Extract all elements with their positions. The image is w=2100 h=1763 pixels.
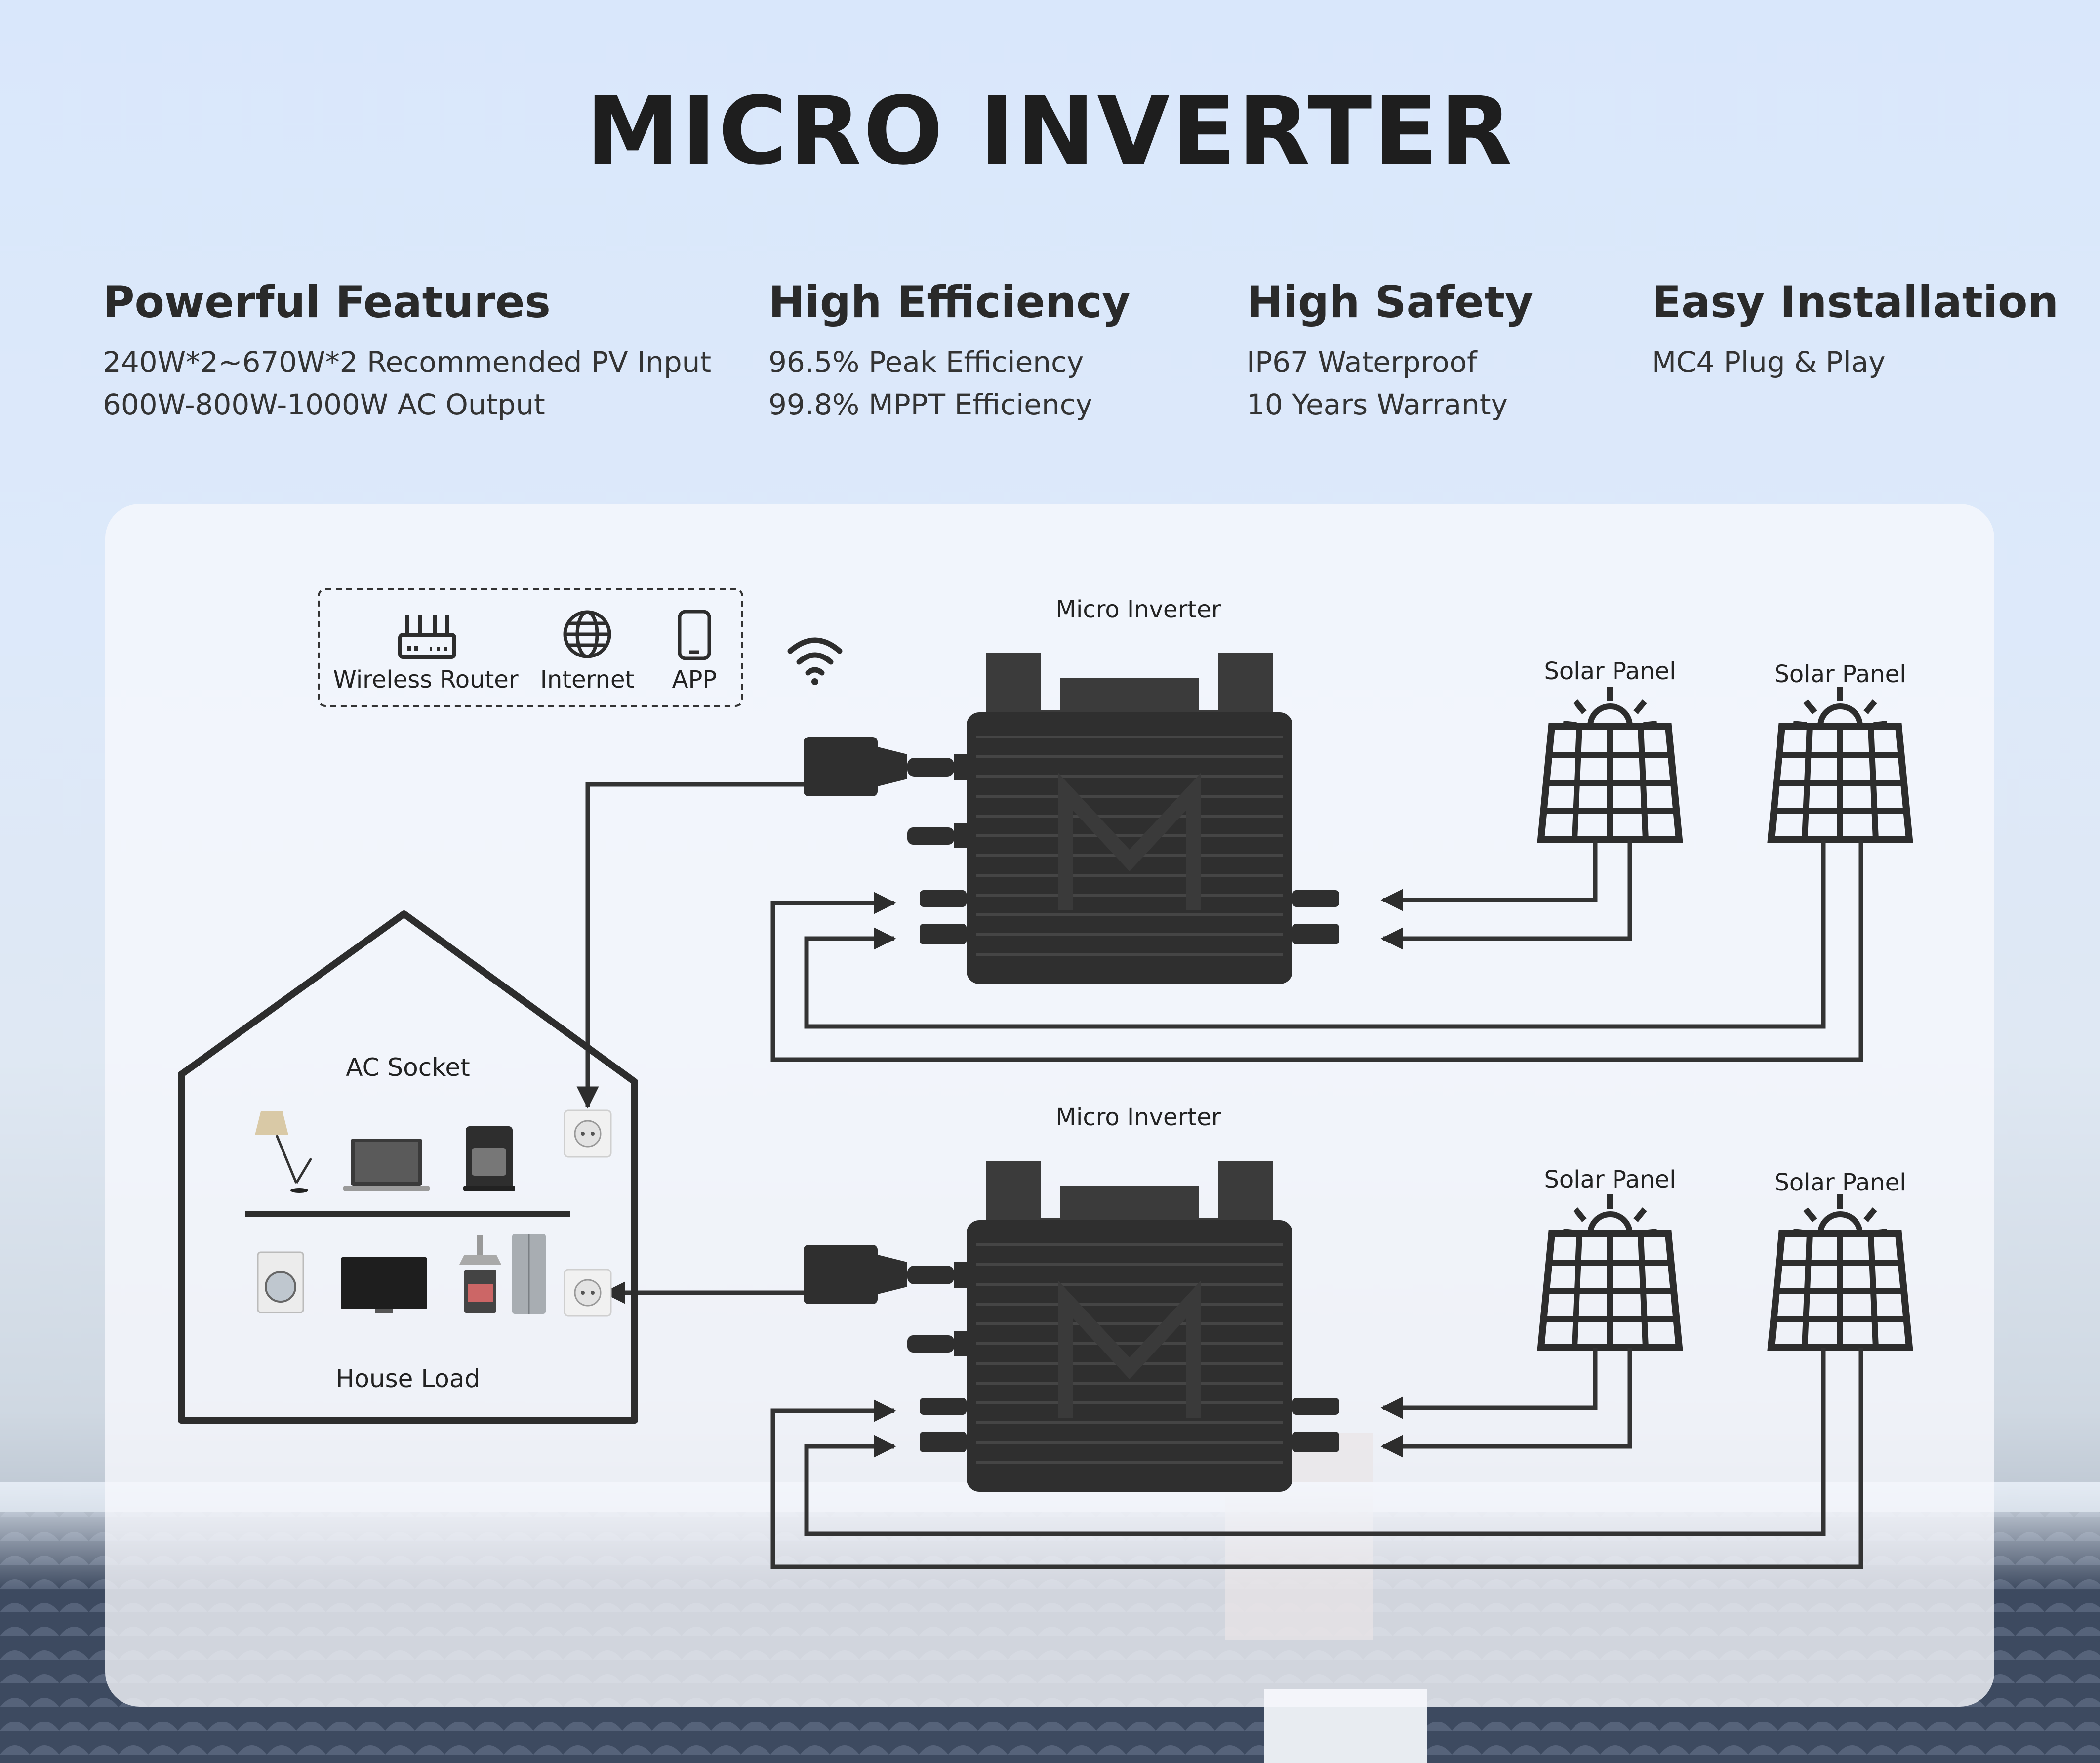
- ac-socket-icon: [564, 1109, 612, 1158]
- network-box: [318, 588, 743, 707]
- feature-heading: Easy Installation: [1652, 277, 2059, 328]
- phone-icon: [678, 610, 711, 660]
- feature-installation: Easy Installation MC4 Plug & Play: [1652, 277, 2059, 388]
- micro-inverter-2: [804, 1161, 1339, 1492]
- socket-label: AC Socket: [346, 1053, 470, 1082]
- solar-panel-label: Solar Panel: [1774, 1169, 1906, 1196]
- feature-line: 10 Years Warranty: [1247, 388, 1508, 421]
- inverter-label: Micro Inverter: [1056, 596, 1221, 623]
- wiring-system-2: [603, 1281, 1863, 1569]
- floor-lamp-icon: [255, 1111, 313, 1193]
- feature-heading: Powerful Features: [103, 277, 551, 328]
- router-icon: [398, 615, 456, 659]
- solar-panel-label: Solar Panel: [1544, 657, 1676, 685]
- feature-efficiency: High Efficiency 96.5% Peak Efficiency 99…: [768, 277, 1131, 430]
- globe-icon: [563, 610, 611, 658]
- house-outline: [178, 910, 638, 1424]
- oven-icon: [464, 1270, 496, 1313]
- diagram-panel: [105, 504, 1994, 1707]
- inverter-label: Micro Inverter: [1056, 1104, 1221, 1131]
- solar-panel-icon: [1771, 1194, 1909, 1348]
- feature-line: 600W-800W-1000W AC Output: [103, 388, 545, 421]
- feature-line: MC4 Plug & Play: [1652, 345, 1886, 379]
- feature-powerful: Powerful Features 240W*2~670W*2 Recommen…: [103, 277, 711, 430]
- solar-panel-icon: [1541, 687, 1679, 840]
- coffee-maker-icon: [463, 1126, 515, 1191]
- solar-panel-icon: [1771, 687, 1909, 840]
- washing-machine-icon: [257, 1251, 304, 1313]
- feature-line: IP67 Waterproof: [1247, 345, 1477, 379]
- wifi-icon: [787, 637, 843, 685]
- feature-heading: High Safety: [1247, 277, 1534, 328]
- load-label: House Load: [336, 1364, 481, 1393]
- ac-socket-icon: [564, 1269, 612, 1317]
- solar-panel-label: Solar Panel: [1544, 1166, 1676, 1193]
- feature-line: 240W*2~670W*2 Recommended PV Input: [103, 345, 712, 379]
- feature-heading: High Efficiency: [768, 277, 1131, 328]
- feature-line: 96.5% Peak Efficiency: [768, 345, 1084, 379]
- solar-panel-icon: [1541, 1194, 1679, 1348]
- feature-safety: High Safety IP67 Waterproof 10 Years War…: [1247, 277, 1533, 430]
- router-label: Wireless Router: [333, 666, 518, 694]
- solar-panel-label: Solar Panel: [1774, 660, 1906, 688]
- app-label: APP: [672, 666, 717, 694]
- feature-line: 99.8% MPPT Efficiency: [768, 388, 1092, 421]
- range-hood-icon: [459, 1235, 501, 1265]
- wiring-system-1: [576, 782, 1863, 1109]
- page-title: MICRO INVERTER: [586, 77, 1514, 186]
- laptop-icon: [343, 1139, 430, 1191]
- tv-icon: [341, 1257, 427, 1313]
- micro-inverter-1: [804, 653, 1339, 984]
- fridge-icon: [512, 1234, 546, 1314]
- internet-label: Internet: [540, 666, 635, 694]
